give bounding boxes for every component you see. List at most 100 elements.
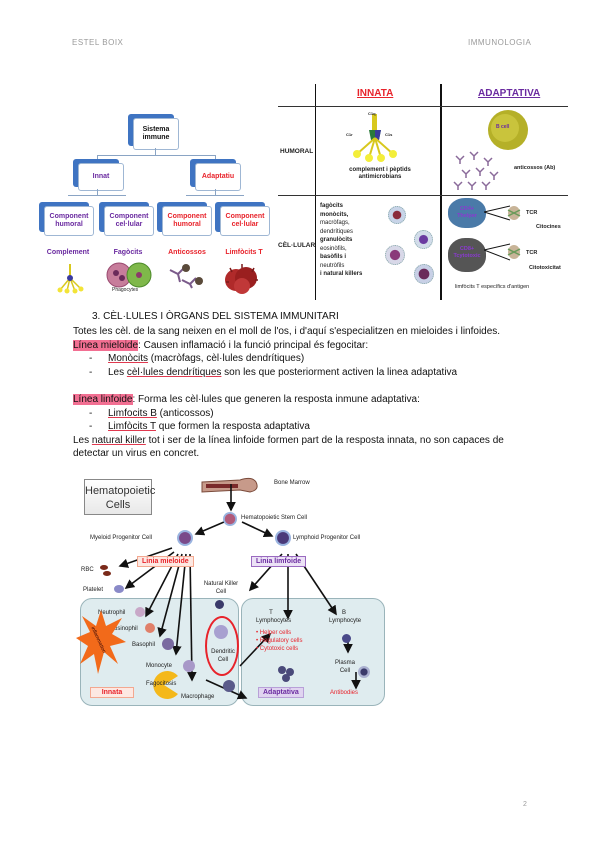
label-c1q: C1q [368,111,376,116]
t-type-label: Helper cells [259,630,292,636]
neutrophil-icon [135,607,145,617]
intro-paragraph: Totes les cèl. de la sang neixen en el m… [73,326,501,337]
mieloide-line: Línea mieloide: Causen inflamació i la f… [73,339,368,352]
bullet-dash: - [89,367,93,378]
label-fagocits: Fagòcits [113,249,143,256]
linfoide-desc: : Forma les cèl·lules que generen la res… [132,394,420,405]
term-natural-killer: natural killer [91,435,146,446]
neutrophil-label: Neutrophil [98,610,126,616]
term-dendritiques: cèl·lules dendrítiques [126,367,222,378]
org-innat-cellular: Component cel·lular [104,206,154,236]
citotoxicitat-label: Citotoxicitat [529,265,561,271]
complement-c1-icon [353,114,397,162]
stem-cell-icon [223,512,237,526]
humoral-adaptativa-caption: anticossos (Ab) [514,165,556,171]
term-limfocits-b: Limfocits B [108,408,157,419]
org-node-label: Component cel·lular [225,212,265,228]
item-rest: que formen la resposta adaptativa [155,421,310,432]
org-adaptatiu-label: Adaptatiu [201,172,235,180]
connector [215,189,216,195]
t-cell-types: • Helper cells • Regulatory cells • Cyto… [256,629,302,653]
list-line: neutròfils [320,262,345,269]
b-lymphocyte-label: B Lymphocyte [329,610,362,624]
myeloid-progenitor-label: Myeloid Progenitor Cell [90,535,153,541]
t-type: • Cytotoxic cells [256,646,299,652]
t-type-label: Regulatory cells [259,638,303,644]
nk-label: Natural Killer Cell [203,581,239,595]
org-adaptatiu: Adaptatiu [195,163,241,191]
linia-mieloide-tag: Linia mieloide [137,556,194,567]
cd8-tcytotoxic-cell [448,238,486,272]
cd8-label: CD8+ Tcytotoxic [453,246,481,259]
org-adapt-cellular: Component cel·lular [220,206,270,236]
linfoide-line: Línea linfoide: Forma les cèl·lules que … [73,393,420,406]
list-line: i natural killers [320,271,363,277]
adaptativa-tag: Adaptativa [258,687,304,698]
org-innat-humoral: Component humoral [44,206,94,236]
b-cell-label: B cell [496,124,510,130]
label-c1s: C1s [385,132,393,137]
org-node-label: Component cel·lular [109,212,149,228]
label-c1r: C1r [346,132,353,137]
list-line: granulòcits [320,237,353,243]
lymphoid-progenitor-label: Lymphoid Progenitor Cell [293,535,361,541]
linia-limfoide-tag: Linia limfoide [251,556,307,567]
neutrophil-cell-icon [414,230,433,249]
tcr-binding-lines [484,205,521,261]
t-cell-icon [278,666,286,674]
header-author: ESTEL BOIX [72,38,124,47]
t-type: • Helper cells [256,630,292,636]
plasma-cell-icon [358,666,370,678]
term-limfocits-t: Limfòcits T [108,421,156,432]
org-innat-label: Innat [92,172,110,180]
cd4-thelper-cell [448,198,486,228]
basophil-cell-icon [414,264,434,284]
col-innata: INNATA [357,88,394,99]
bullet-dash: - [89,353,93,364]
connector [97,189,98,195]
t-lymphocytes-label: T Lymphocytes [256,610,292,624]
mieloide-item-2: Les cèl·lules dendrítiques son les que p… [108,366,457,379]
term-monocits: Monòcits [108,353,149,364]
humoral-innata-caption: complement i pèptids antimicrobians [349,167,411,181]
dendritic-highlight-circle [205,616,239,676]
item-rest: son les que posteriorment activen la lin… [221,367,458,378]
nk-pre: Les [73,435,92,446]
connector [97,155,215,156]
complement-icon [57,264,84,294]
t-type-label: Cytotoxic cells [259,646,299,652]
tcell-caption: limfòcits T específics d'antigen [455,284,530,290]
highlight-linfoide: Línea linfoide [73,394,133,405]
rbc-icon [103,571,111,576]
list-line: basòfils i [320,254,347,260]
rbc-icon [100,565,108,570]
table-divider [315,84,316,300]
nk-rest: tot i ser de la línea linfoide formen pa… [145,435,504,446]
monocyte-cell-icon [388,206,406,224]
col-adaptativa: ADAPTATIVA [478,88,541,99]
connector [155,148,156,155]
nk-paragraph: Les natural killer tot i ser de la línea… [73,434,504,447]
item-rest: (macròfags, cèl·lules dendrítiques) [148,353,305,364]
linfoide-item-2: Limfòcits T que formen la resposta adapt… [108,420,310,433]
list-line: fagòcits [320,203,344,209]
org-node-label: Component humoral [167,212,207,228]
plasma-cell-label: Plasma Cell [334,660,355,674]
org-root: Sistema immune [133,118,179,150]
tcr-label-1: TCR [526,210,538,216]
phagocytes-caption: Phagocytes [112,287,139,293]
row-humoral: HUMORAL [280,148,314,155]
row-cellular: CÈL·LULAR [278,242,316,249]
dendritic-cell-icon [214,625,228,639]
bone-marrow-label: Bone Marrow [274,480,310,486]
eosinophil-label: Eosinophil [110,626,138,632]
hema-title-box: Hematopoietic Cells [84,479,155,515]
fagocitosis-label: Fagocitosis [146,681,177,687]
header-subject: IMMUNOLOGIA [468,38,532,47]
table-divider [440,84,442,300]
connector [215,155,216,163]
phagocytosis-pacman-icon [153,671,178,699]
basophil-icon [162,638,174,650]
highlight-mieloide: Línea mieloide [73,340,139,351]
t-type: • Regulatory cells [256,638,303,644]
